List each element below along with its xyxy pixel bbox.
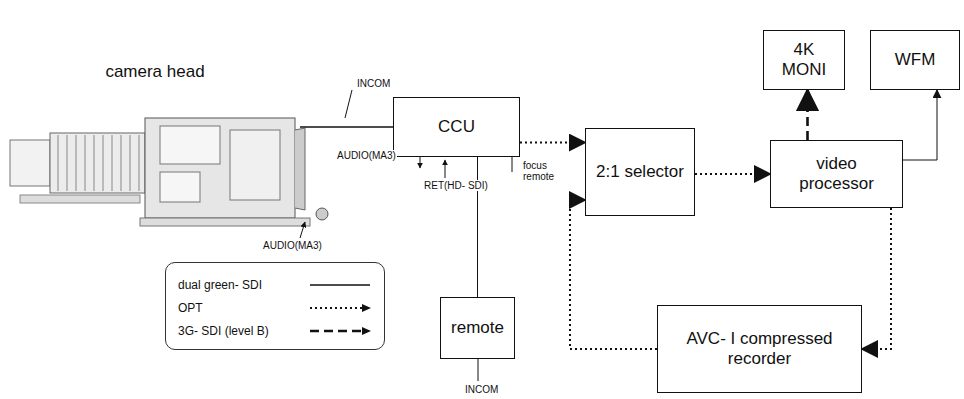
legend-text: dual green- SDI (178, 278, 262, 292)
monitor-box: 4K MONI (763, 30, 845, 90)
3g-sdi-line (806, 90, 809, 140)
ccu-box: CCU (393, 97, 520, 157)
legend-text: 3G- SDI (level B) (178, 324, 269, 338)
recorder-box: AVC- I compressed recorder (657, 305, 862, 393)
camera-head: camera head (10, 62, 300, 232)
monitor-line (903, 90, 937, 160)
legend-row: dual green- SDI (178, 273, 372, 296)
signal-label: RET(HD- SDI) (423, 180, 489, 191)
node-text: 4K MONI (772, 40, 836, 81)
dual-green-sdi-line (300, 126, 393, 128)
selector-box: 2:1 selector (585, 128, 695, 216)
optical-line (695, 173, 770, 175)
control-line (477, 157, 478, 297)
legend-text: OPT (178, 301, 203, 315)
signal-label: AUDIO(MA3) (262, 240, 323, 251)
remote-box: remote (440, 297, 515, 359)
node-text: 2:1 selector (596, 162, 684, 182)
legend-row: OPT (178, 296, 372, 319)
legend-sample (308, 325, 372, 337)
optical-line (862, 208, 891, 349)
legend-sample (308, 279, 372, 291)
signal-label: INCOM (356, 78, 391, 89)
signal-label: focus remote (522, 160, 560, 182)
video-processor-box: video processor (770, 140, 903, 208)
node-text: video processor (779, 154, 894, 195)
legend-row: 3G- SDI (level B) (178, 319, 372, 342)
signal-label: INCOM (464, 384, 499, 395)
node-text: remote (451, 318, 504, 338)
optical-line (520, 142, 585, 144)
node-text: WFM (895, 50, 936, 70)
node-text: camera head (105, 62, 204, 82)
waveform-monitor-box: WFM (870, 30, 960, 90)
legend-sample (308, 302, 372, 314)
optical-line (570, 200, 657, 349)
signal-label: AUDIO(MA3) (336, 150, 397, 161)
node-text: AVC- I compressed recorder (666, 329, 853, 370)
legend-box: dual green- SDI OPT 3G- SDI (level B) (165, 262, 385, 350)
node-text: CCU (438, 117, 475, 137)
